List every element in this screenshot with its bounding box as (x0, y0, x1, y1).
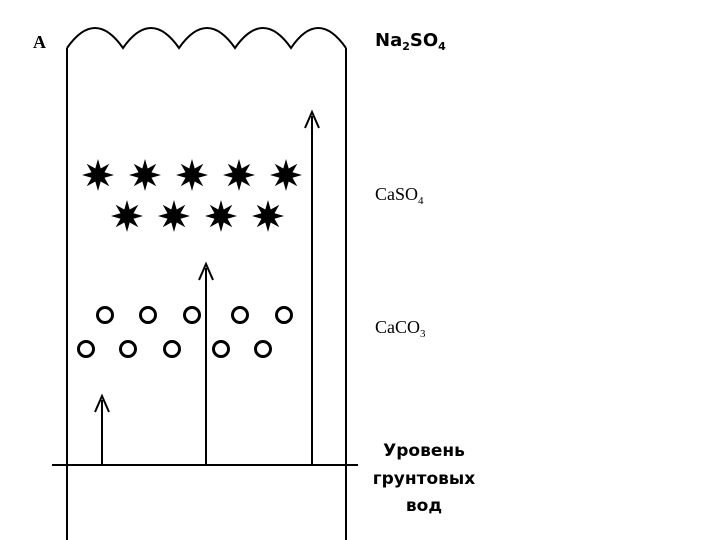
circle-icon (275, 306, 293, 324)
circle-icon (139, 306, 157, 324)
circle-icon (231, 306, 249, 324)
circle-icon (77, 340, 95, 358)
circle-icon (212, 340, 230, 358)
star-burst-icon (111, 200, 143, 232)
rise-arrows (94, 109, 320, 465)
up-arrow-icon (198, 261, 214, 281)
circle-icon (183, 306, 201, 324)
circle-icon (254, 340, 272, 358)
circle-icon (119, 340, 137, 358)
star-burst-icon (129, 159, 161, 191)
caso4-markers (82, 159, 302, 232)
star-burst-icon (82, 159, 114, 191)
label-na2so4: Na2SO4 (375, 30, 446, 53)
up-arrow-icon (304, 109, 320, 129)
star-burst-icon (176, 159, 208, 191)
label-groundwater: Уровень грунтовых вод (373, 441, 476, 516)
label-groundwater-line-1: Уровень (383, 441, 465, 461)
label-caco3: CaCO3 (375, 317, 426, 340)
label-groundwater-line-2: грунтовых (373, 469, 476, 489)
label-caso4: CaSO4 (375, 184, 424, 207)
caco3-markers (77, 306, 293, 358)
label-groundwater-line-3: вод (406, 496, 442, 516)
soil-surface-scallops (66, 27, 347, 50)
circle-icon (96, 306, 114, 324)
star-burst-icon (270, 159, 302, 191)
star-burst-icon (252, 200, 284, 232)
corner-label: A (33, 32, 46, 52)
up-arrow-icon (94, 393, 110, 413)
star-burst-icon (158, 200, 190, 232)
star-burst-icon (223, 159, 255, 191)
circle-icon (163, 340, 181, 358)
star-burst-icon (205, 200, 237, 232)
